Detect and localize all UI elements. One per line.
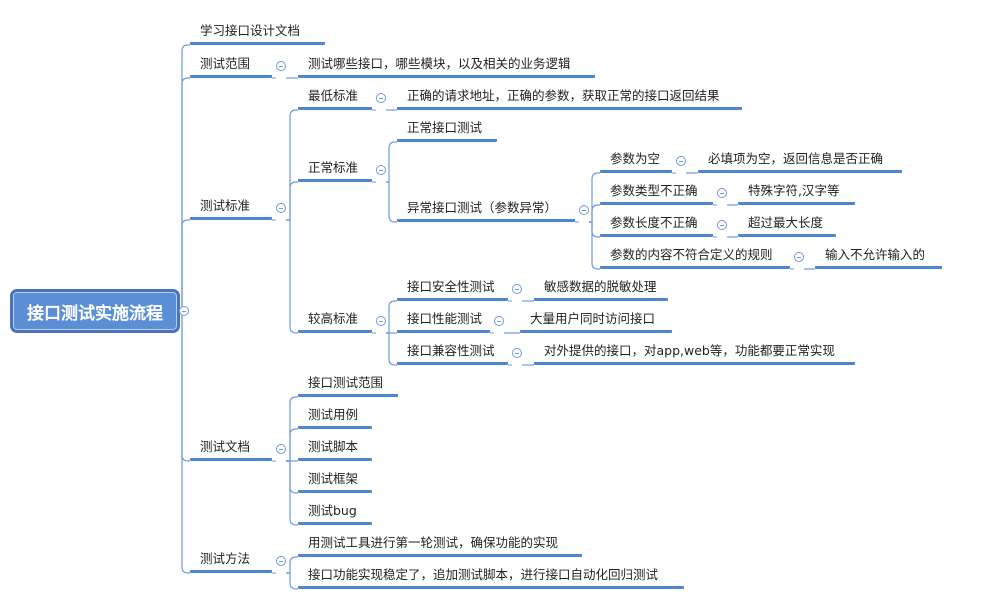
connector-line <box>589 204 600 223</box>
collapse-toggle-icon[interactable] <box>179 306 189 316</box>
connector-line <box>286 181 298 221</box>
leaf-node[interactable]: 大量用户同时访问接口 <box>520 308 672 333</box>
connector-line <box>286 460 298 494</box>
collapse-toggle-icon[interactable] <box>376 93 386 103</box>
connector-line <box>286 428 298 462</box>
leaf-node[interactable]: 敏感数据的脱敏处理 <box>534 276 668 301</box>
connector-line <box>386 300 397 334</box>
leaf-node[interactable]: 测试用例 <box>298 404 372 429</box>
connector-line <box>286 460 298 526</box>
leaf-node[interactable]: 接口功能实现稳定了，追加测试脚本，进行接口自动化回归测试 <box>298 564 684 589</box>
leaf-node[interactable]: 对外提供的接口，对app,web等，功能都要正常实现 <box>534 340 855 365</box>
connector-line <box>286 219 298 334</box>
topic-node[interactable]: 参数的内容不符合定义的规则 <box>600 244 790 269</box>
leaf-node[interactable]: 接口测试范围 <box>298 372 398 397</box>
leaf-node[interactable]: 正常接口测试 <box>397 117 497 142</box>
collapse-toggle-icon[interactable] <box>494 316 504 326</box>
connector-line <box>589 172 600 223</box>
leaf-node[interactable]: 必填项为空，返回信息是否正确 <box>698 148 902 173</box>
collapse-toggle-icon[interactable] <box>676 156 686 166</box>
topic-node[interactable]: 测试标准 <box>190 195 272 220</box>
topic-node[interactable]: 接口安全性测试 <box>397 276 508 301</box>
topic-node[interactable]: 测试文档 <box>190 436 272 461</box>
connector-line <box>386 332 397 366</box>
connector-line <box>589 221 600 238</box>
collapse-toggle-icon[interactable] <box>717 188 727 198</box>
root-topic[interactable]: 接口测试实施流程 <box>10 289 180 333</box>
collapse-toggle-icon[interactable] <box>276 203 286 213</box>
leaf-node[interactable]: 输入不允许输入的 <box>815 244 942 269</box>
topic-node[interactable]: 参数长度不正确 <box>600 212 713 237</box>
collapse-toggle-icon[interactable] <box>276 444 286 454</box>
connector-line <box>589 221 600 270</box>
connector-line <box>286 572 298 590</box>
topic-node[interactable]: 最低标准 <box>298 85 372 110</box>
connector-line <box>386 181 397 223</box>
topic-node[interactable]: 参数为空 <box>600 148 672 173</box>
collapse-toggle-icon[interactable] <box>579 205 589 215</box>
topic-node[interactable]: 接口性能测试 <box>397 308 490 333</box>
leaf-node[interactable]: 测试框架 <box>298 468 372 493</box>
collapse-toggle-icon[interactable] <box>376 165 386 175</box>
connector-line <box>286 556 298 574</box>
connector-line <box>181 44 190 312</box>
leaf-node[interactable]: 正确的请求地址，正确的参数，获取正常的接口返回结果 <box>397 85 742 110</box>
connector-line <box>286 109 298 221</box>
connector-line <box>286 396 298 462</box>
topic-node[interactable]: 正常标准 <box>298 157 372 182</box>
connector-line <box>181 219 190 312</box>
collapse-toggle-icon[interactable] <box>276 61 286 71</box>
connector-line <box>181 310 190 462</box>
collapse-toggle-icon[interactable] <box>512 348 522 358</box>
topic-node[interactable]: 参数类型不正确 <box>600 180 713 205</box>
topic-node[interactable]: 测试范围 <box>190 53 272 78</box>
leaf-node[interactable]: 测试脚本 <box>298 436 372 461</box>
topic-node[interactable]: 接口兼容性测试 <box>397 340 508 365</box>
leaf-node[interactable]: 特殊字符,汉字等 <box>738 180 855 205</box>
collapse-toggle-icon[interactable] <box>276 556 286 566</box>
connector-line <box>386 141 397 183</box>
connector-line <box>181 310 190 574</box>
leaf-node[interactable]: 测试bug <box>298 500 372 525</box>
topic-node[interactable]: 测试方法 <box>190 548 272 573</box>
collapse-toggle-icon[interactable] <box>794 252 804 262</box>
collapse-toggle-icon[interactable] <box>376 316 386 326</box>
leaf-node[interactable]: 用测试工具进行第一轮测试，确保功能的实现 <box>298 532 582 557</box>
leaf-node[interactable]: 超过最大长度 <box>738 212 836 237</box>
topic-node[interactable]: 较高标准 <box>298 308 372 333</box>
topic-node[interactable]: 异常接口测试（参数异常） <box>397 197 575 222</box>
leaf-node[interactable]: 测试哪些接口，哪些模块，以及相关的业务逻辑 <box>298 53 595 78</box>
leaf-node[interactable]: 学习接口设计文档 <box>190 20 325 45</box>
collapse-toggle-icon[interactable] <box>512 284 522 294</box>
connector-line <box>181 77 190 312</box>
collapse-toggle-icon[interactable] <box>717 220 727 230</box>
